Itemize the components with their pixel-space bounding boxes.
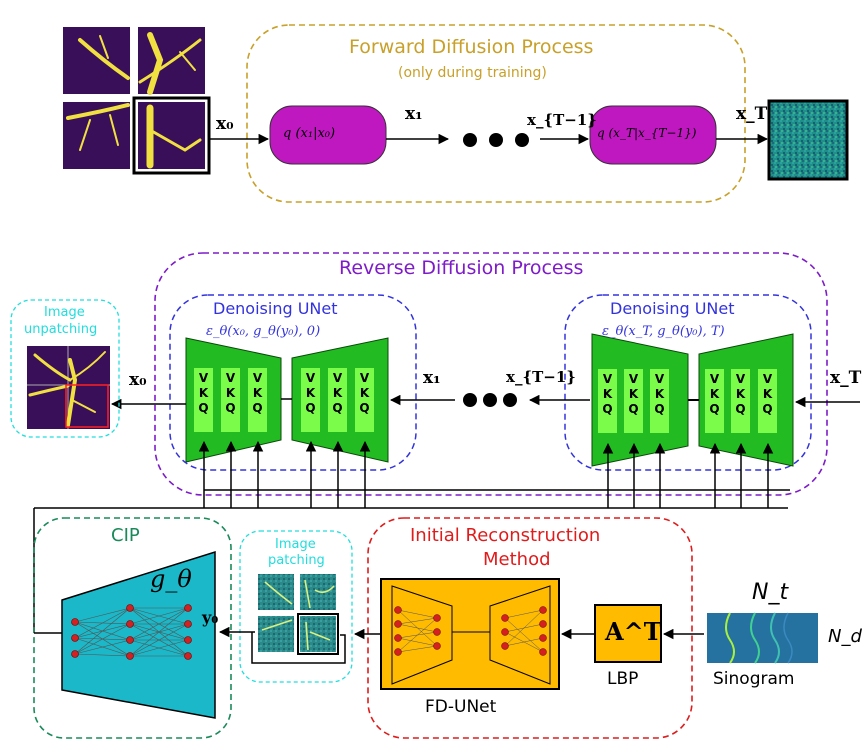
rev-xT1-label: x_{T−1} (506, 368, 576, 386)
rev-x0-label: x₀ (129, 370, 147, 390)
unet-left-formula: ε_θ(x₀, g_θ(y₀), 0) (206, 324, 321, 339)
fwd-x1-label: x₁ (405, 104, 423, 124)
qT-label: q (x_T|x_{T−1}) (597, 126, 697, 140)
init-recon-title-2: Method (483, 549, 551, 570)
cip-nn (74, 607, 189, 657)
kvq-block: V K Q (598, 369, 617, 433)
unpatching-box (10, 299, 120, 438)
kvq-block: V K Q (758, 369, 777, 433)
bottom-section (33, 517, 818, 739)
fdunet-nn (397, 609, 544, 653)
fwd-xT-label: x_T (736, 104, 768, 124)
fwd-x0-label: x₀ (216, 114, 234, 134)
cip-title: CIP (111, 525, 140, 546)
kvq-block: V K Q (248, 368, 267, 432)
q1-box (269, 105, 387, 165)
wire-patching (251, 632, 346, 664)
conditioning-arrows (33, 440, 790, 633)
rev-x1-label: x₁ (423, 368, 441, 388)
unpatched-image (27, 346, 110, 429)
g-theta-label: g_θ (150, 565, 192, 593)
cip-box (33, 517, 232, 739)
unet-right-formula: ε_θ(x_T, g_θ(y₀), T) (602, 324, 725, 339)
kvq-block: V K Q (705, 369, 724, 433)
reverse-title: Reverse Diffusion Process (339, 257, 584, 279)
kvq-block: V K Q (194, 368, 213, 432)
fwd-xT1-label: x_{T−1} (527, 111, 597, 129)
kvq-block: V K Q (731, 369, 750, 433)
unet-left-title: Denoising UNet (213, 299, 338, 318)
reverse-process-box (154, 252, 828, 496)
nd-label: N_d (828, 626, 862, 647)
q1-label: q (x₁|x₀) (283, 126, 336, 141)
forward-subtitle: (only during training) (398, 65, 547, 81)
unet-right-title: Denoising UNet (610, 299, 735, 318)
nt-label: N_t (752, 580, 789, 605)
lbp-label: LBP (607, 669, 639, 689)
patching-box (239, 530, 353, 683)
patching-title-1: Image (275, 537, 316, 552)
unpatching-title-2: unpatching (24, 322, 98, 337)
fdunet-box (380, 578, 560, 690)
rev-xT-label: x_T (830, 368, 862, 388)
y0-label: y₀ (202, 608, 219, 627)
kvq-block: V K Q (650, 369, 669, 433)
kvq-block: V K Q (221, 368, 240, 432)
unet-left-box (169, 294, 417, 471)
patching-title-2: patching (268, 553, 325, 568)
forward-title: Forward Diffusion Process (349, 36, 594, 58)
fdunet-label: FD-UNet (425, 697, 497, 717)
init-recon-title-1: Initial Reconstruction (410, 525, 601, 546)
vessel-patches-input (63, 27, 211, 175)
patched-images (258, 574, 339, 655)
forward-process-box (246, 24, 746, 203)
kvq-block: V K Q (328, 368, 347, 432)
unpatching-title-1: Image (44, 305, 85, 320)
kvq-block: V K Q (301, 368, 320, 432)
sinogram-label: Sinogram (713, 669, 795, 689)
init-recon-box (367, 517, 693, 739)
unet-right-box (564, 294, 812, 471)
qT-box (589, 105, 717, 165)
forward-section (63, 24, 849, 203)
at-label: A^T (605, 617, 662, 646)
noise-image (767, 99, 849, 181)
kvq-block: V K Q (355, 368, 374, 432)
sinogram-image (707, 612, 818, 664)
kvq-block: V K Q (624, 369, 643, 433)
